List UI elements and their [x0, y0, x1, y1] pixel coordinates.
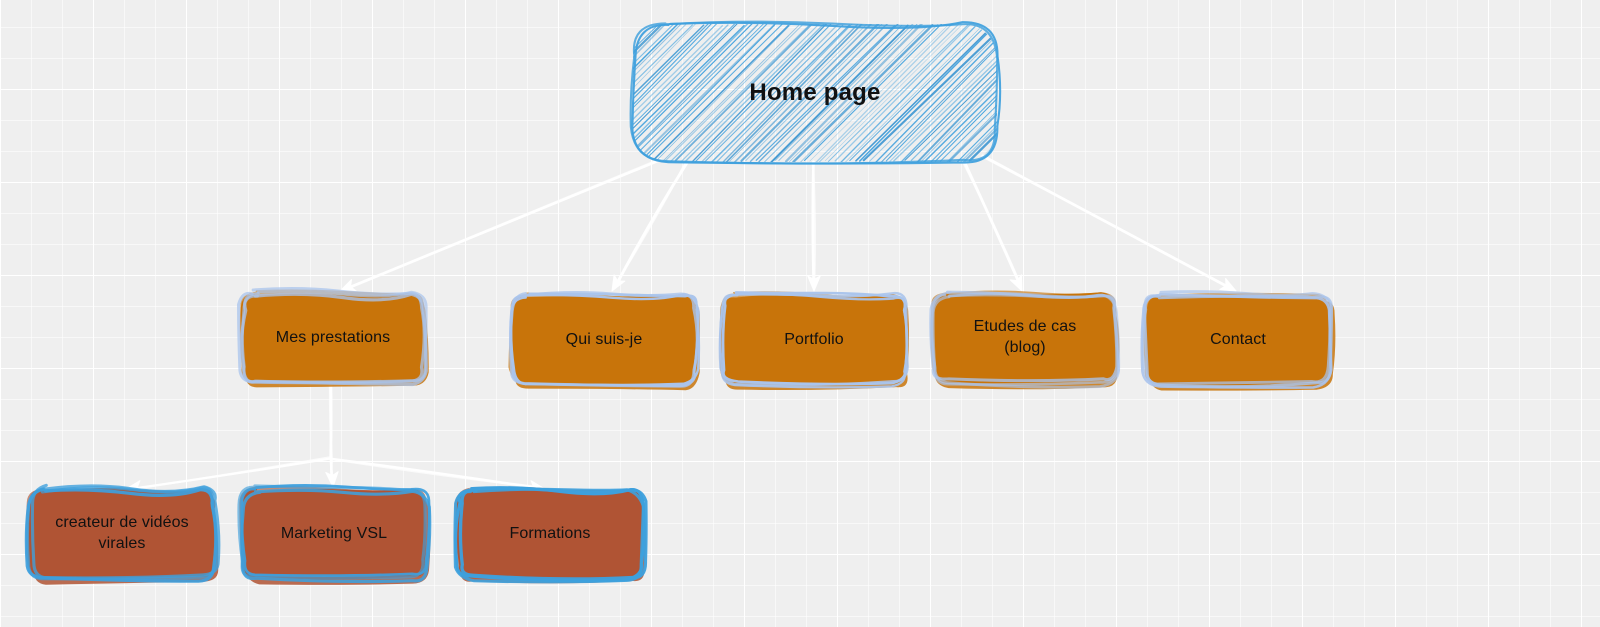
edge-line	[329, 457, 537, 489]
node-fill	[240, 292, 425, 385]
edge-group	[125, 154, 1237, 494]
edge-line	[981, 155, 1230, 288]
arrowhead-icon	[1009, 274, 1023, 292]
node-outline	[1141, 290, 1332, 386]
node-outline	[631, 21, 1002, 165]
edge-line	[134, 456, 331, 490]
edge-home-prestations	[339, 158, 663, 292]
arrowhead-icon	[611, 274, 626, 292]
node-prestations[interactable]	[237, 287, 429, 388]
node-quisuisje[interactable]	[508, 291, 701, 391]
edge-home-contact	[981, 154, 1237, 292]
edge-home-etudes	[961, 159, 1023, 292]
edge-line	[614, 161, 687, 286]
node-outline	[30, 483, 221, 580]
node-outline	[929, 290, 1119, 383]
node-fill	[719, 294, 908, 386]
edge-home-portfolio	[807, 160, 821, 292]
edge-prestations-junction	[328, 379, 333, 460]
node-outline	[458, 486, 648, 581]
arrowhead-icon	[1219, 278, 1237, 292]
node-contact[interactable]	[1140, 290, 1336, 391]
node-outline	[509, 292, 701, 387]
node-outline	[237, 484, 427, 580]
node-formations[interactable]	[453, 486, 648, 584]
edge-line	[328, 379, 333, 460]
node-fill	[510, 294, 697, 386]
node-fill	[240, 488, 426, 580]
node-outline	[721, 291, 909, 386]
edge-line	[811, 161, 816, 283]
node-fill	[1145, 295, 1333, 386]
node-outline	[241, 289, 428, 384]
edge-line	[346, 158, 662, 290]
node-outline	[629, 20, 999, 165]
arrowhead-icon	[325, 471, 339, 488]
arrowhead-icon	[807, 275, 821, 292]
node-home[interactable]	[495, 20, 1270, 165]
node-fill	[933, 292, 1118, 384]
node-portfolio[interactable]	[718, 291, 910, 391]
node-group	[24, 20, 1336, 585]
node-createur[interactable]	[24, 483, 221, 585]
node-fill	[28, 488, 215, 580]
root-node-hatch	[633, 24, 997, 162]
edge-home-quisuisje	[611, 161, 689, 292]
edge-line	[961, 159, 1021, 283]
node-fill	[455, 488, 645, 580]
node-etudes[interactable]	[929, 290, 1121, 390]
node-vsl[interactable]	[237, 484, 432, 585]
